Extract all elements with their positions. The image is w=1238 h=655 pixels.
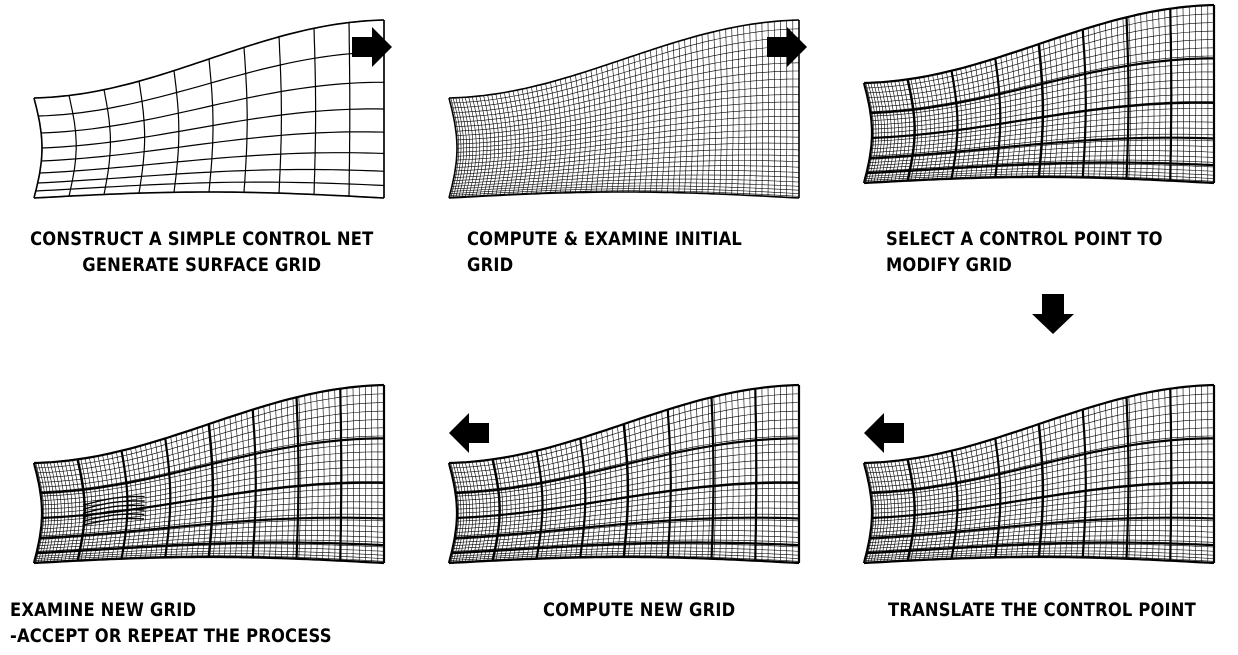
right-arrow-icon (352, 27, 392, 67)
grid-step-3 (862, 3, 1216, 185)
caption-step-2-line-1: COMPUTE & EXAMINE INITIAL (467, 228, 743, 250)
caption-step-4: TRANSLATE THE CONTROL POINT (888, 597, 1196, 623)
grid-step-2 (448, 19, 800, 199)
caption-step-4-line-1: TRANSLATE THE CONTROL POINT (888, 599, 1196, 621)
caption-step-1-line-1: CONSTRUCT A SIMPLE CONTROL NET (30, 228, 374, 250)
caption-step-6-line-2: -ACCEPT OR REPEAT THE PROCESS (10, 625, 332, 647)
grid-step-1 (33, 19, 385, 199)
right-arrow-icon (767, 27, 807, 67)
left-arrow-icon (864, 413, 904, 453)
down-arrow-icon (1032, 294, 1074, 334)
caption-step-3: SELECT A CONTROL POINT TO MODIFY GRID (886, 226, 1163, 278)
grid-step-5 (447, 383, 801, 565)
caption-step-2: COMPUTE & EXAMINE INITIAL GRID (467, 226, 742, 278)
caption-step-3-line-2: MODIFY GRID (886, 254, 1013, 276)
caption-step-1: CONSTRUCT A SIMPLE CONTROL NET GENERATE … (10, 226, 394, 278)
caption-step-1-line-2: GENERATE SURFACE GRID (82, 254, 322, 276)
left-arrow-icon (449, 413, 489, 453)
grid-step-4 (862, 383, 1216, 565)
caption-step-5-line-1: COMPUTE NEW GRID (543, 599, 736, 621)
caption-step-6-line-1: EXAMINE NEW GRID (10, 599, 197, 621)
caption-step-2-line-2: GRID (467, 254, 514, 276)
caption-step-6: EXAMINE NEW GRID -ACCEPT OR REPEAT THE P… (10, 597, 332, 649)
caption-step-3-line-1: SELECT A CONTROL POINT TO (886, 228, 1163, 250)
caption-step-5: COMPUTE NEW GRID (543, 597, 735, 623)
grid-step-6 (32, 383, 386, 565)
